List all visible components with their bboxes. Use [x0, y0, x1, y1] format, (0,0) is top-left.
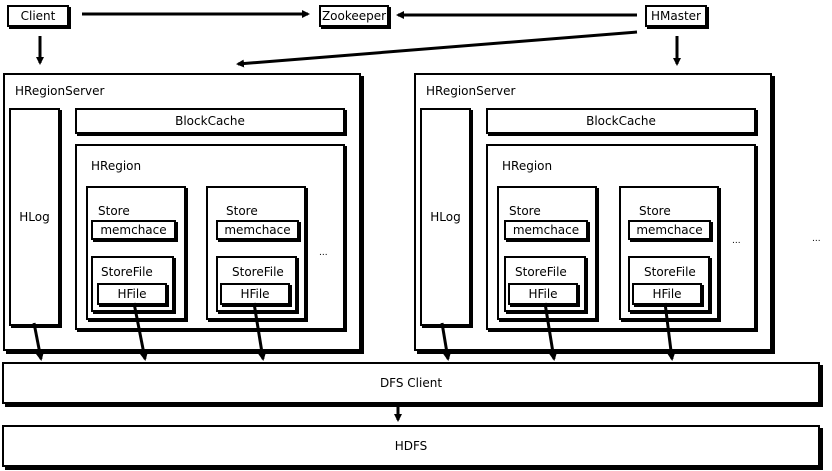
store-1-2-title: Store: [226, 204, 258, 218]
hlog-1-label: HLog: [19, 210, 50, 224]
memstore-2-1: memchace: [504, 220, 588, 240]
store-2-2-title: Store: [639, 204, 671, 218]
storefile-2-2-title: StoreFile: [644, 265, 696, 279]
hregion-1-ellipsis: ...: [319, 248, 328, 258]
hdfs-label: HDFS: [394, 439, 428, 453]
hregionserver-2-ellipsis: ...: [812, 234, 821, 244]
client-node: Client: [7, 5, 69, 27]
storefile-1-2-title: StoreFile: [232, 265, 284, 279]
blockcache-2: BlockCache: [486, 108, 756, 134]
store-1-1-title: Store: [98, 204, 130, 218]
hlog-1: HLog: [9, 108, 60, 326]
memstore-2-2-label: memchace: [636, 223, 703, 237]
arrow-hmaster-to-regionserver-1: [236, 30, 638, 68]
blockcache-1: BlockCache: [75, 108, 345, 134]
hfile-2-2: HFile: [632, 283, 702, 305]
hregion-2-title: HRegion: [502, 159, 553, 173]
hfile-2-1-label: HFile: [528, 287, 558, 301]
hlog-2: HLog: [420, 108, 471, 326]
client-label: Client: [20, 9, 56, 23]
memstore-2-1-label: memchace: [512, 223, 580, 237]
memstore-1-2: memchace: [216, 220, 299, 240]
hfile-1-2-label: HFile: [240, 287, 270, 301]
hregionserver-2-title: HRegionServer: [426, 84, 516, 98]
hmaster-label: HMaster: [650, 9, 701, 23]
zookeeper-node: Zookeeper: [319, 5, 389, 27]
hregion-2-ellipsis: ...: [732, 236, 741, 246]
hdfs: HDFS: [2, 425, 820, 467]
storefile-1-1-title: StoreFile: [101, 265, 153, 279]
memstore-2-2: memchace: [628, 220, 711, 240]
blockcache-1-label: BlockCache: [175, 114, 245, 128]
hregionserver-1-title: HRegionServer: [15, 84, 105, 98]
hlog-2-label: HLog: [430, 210, 461, 224]
hfile-2-1: HFile: [508, 283, 578, 305]
hfile-1-1-label: HFile: [117, 287, 147, 301]
memstore-1-1-label: memchace: [100, 223, 167, 237]
hfile-2-2-label: HFile: [652, 287, 682, 301]
memstore-1-1: memchace: [91, 220, 176, 240]
zookeeper-label: Zookeeper: [321, 9, 387, 23]
dfs-client: DFS Client: [2, 362, 820, 404]
store-2-1-title: Store: [509, 204, 541, 218]
hregion-1-title: HRegion: [91, 159, 142, 173]
memstore-1-2-label: memchace: [224, 223, 291, 237]
hmaster-node: HMaster: [645, 5, 707, 27]
blockcache-2-label: BlockCache: [586, 114, 656, 128]
dfs-client-label: DFS Client: [379, 376, 443, 390]
storefile-2-1-title: StoreFile: [515, 265, 567, 279]
hfile-1-2: HFile: [220, 283, 290, 305]
hfile-1-1: HFile: [97, 283, 167, 305]
